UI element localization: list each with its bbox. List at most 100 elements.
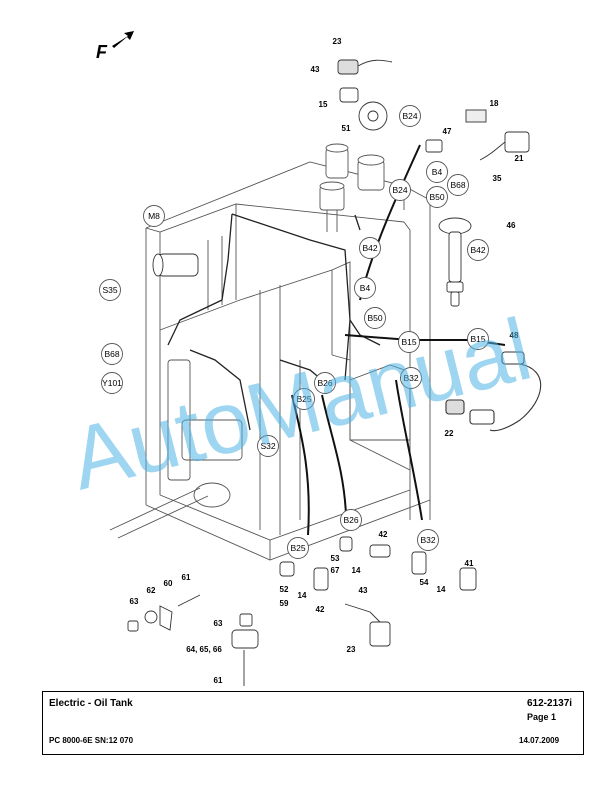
part-label-p43-low: 43 bbox=[359, 586, 368, 595]
callout-label: B24 bbox=[402, 111, 417, 121]
filler-caps bbox=[319, 143, 385, 232]
mounting-hardware bbox=[127, 594, 259, 686]
part-label-p51: 51 bbox=[342, 124, 351, 133]
callout-circle bbox=[359, 237, 381, 259]
callout-s32-left: S32 bbox=[257, 435, 279, 457]
callout-circle bbox=[99, 279, 121, 301]
callout-circle bbox=[101, 343, 123, 365]
title-block: Electric - Oil Tank 612-2137i Page 1 PC … bbox=[42, 691, 584, 755]
part-label-p18: 18 bbox=[490, 99, 499, 108]
part-label-p59: 59 bbox=[280, 599, 289, 608]
part-label-p48: 48 bbox=[510, 331, 519, 340]
callout-label: B4 bbox=[360, 283, 371, 293]
callout-b32-low: B32 bbox=[417, 529, 439, 551]
callout-label: B4 bbox=[432, 167, 443, 177]
direction-arrow-icon bbox=[112, 31, 134, 48]
callout-circle bbox=[400, 367, 422, 389]
callout-circle bbox=[293, 388, 315, 410]
callout-b25-mid: B25 bbox=[293, 388, 315, 410]
part-label-p43-top: 43 bbox=[311, 65, 320, 74]
callout-b26-mid: B26 bbox=[314, 372, 336, 394]
part-label-p42-b: 42 bbox=[316, 605, 325, 614]
callout-b15-mid: B15 bbox=[398, 331, 420, 353]
part-label-p52: 52 bbox=[280, 585, 289, 594]
callout-b68-right: B68 bbox=[447, 174, 469, 196]
callout-b42-top: B42 bbox=[359, 237, 381, 259]
direction-indicator: F bbox=[96, 31, 134, 62]
callout-label: B42 bbox=[470, 245, 485, 255]
callout-label: B68 bbox=[104, 349, 119, 359]
callout-b4-mid: B4 bbox=[354, 277, 376, 299]
callout-b4-top: B4 bbox=[426, 161, 448, 183]
part-label-p54: 54 bbox=[420, 578, 429, 587]
callout-label: B32 bbox=[403, 373, 418, 383]
callout-label: B24 bbox=[392, 185, 407, 195]
callout-circle bbox=[417, 529, 439, 551]
callout-circle bbox=[398, 331, 420, 353]
callout-b25-low: B25 bbox=[287, 537, 309, 559]
part-label-p35: 35 bbox=[493, 174, 502, 183]
callout-label: B26 bbox=[317, 378, 332, 388]
callout-label: B25 bbox=[296, 394, 311, 404]
callout-circle bbox=[354, 277, 376, 299]
part-label-p14-c: 14 bbox=[437, 585, 446, 594]
harness-wiring bbox=[167, 213, 381, 431]
model-serial: PC 8000-6E SN:12 070 bbox=[49, 736, 134, 745]
callout-circle bbox=[467, 239, 489, 261]
part-label-p21: 21 bbox=[515, 154, 524, 163]
motor-m8 bbox=[152, 253, 199, 277]
callout-label: B25 bbox=[290, 543, 305, 553]
oil-tank-wiring-diagram: F bbox=[61, 31, 542, 686]
lower-sensors bbox=[279, 536, 477, 647]
part-label-p64-65-66: 64, 65, 66 bbox=[186, 645, 222, 654]
callout-s35: S35 bbox=[99, 279, 121, 301]
part-label-p22: 22 bbox=[445, 429, 454, 438]
callout-circle bbox=[287, 537, 309, 559]
part-label-p61-low: 61 bbox=[214, 676, 223, 685]
callout-circle bbox=[314, 372, 336, 394]
callout-b26-low: B26 bbox=[340, 509, 362, 531]
part-label-p60: 60 bbox=[164, 579, 173, 588]
part-label-p62: 62 bbox=[147, 586, 156, 595]
callout-b42-right: B42 bbox=[467, 239, 489, 261]
part-label-p15: 15 bbox=[319, 100, 328, 109]
callout-b24-mid: B24 bbox=[389, 179, 411, 201]
callout-label: B50 bbox=[429, 192, 444, 202]
drawing-title: Electric - Oil Tank bbox=[49, 698, 133, 709]
callout-label: B32 bbox=[420, 535, 435, 545]
callout-circle bbox=[389, 179, 411, 201]
part-label-p14-b: 14 bbox=[298, 591, 307, 600]
callout-label: B15 bbox=[470, 334, 485, 344]
callout-b24-top: B24 bbox=[399, 105, 421, 127]
callout-label: Y101 bbox=[102, 378, 122, 388]
callout-label: B50 bbox=[367, 313, 382, 323]
callout-b50-mid: B50 bbox=[364, 307, 386, 329]
callout-y101: Y101 bbox=[101, 372, 123, 394]
callout-circle bbox=[143, 205, 165, 227]
part-label-p23-top: 23 bbox=[333, 37, 342, 46]
direction-label: F bbox=[96, 42, 108, 62]
part-label-p46: 46 bbox=[507, 221, 516, 230]
part-label-p61-top: 61 bbox=[182, 573, 191, 582]
page-number: Page 1 bbox=[527, 712, 557, 722]
callout-b50-top: B50 bbox=[426, 186, 448, 208]
callout-label: S32 bbox=[260, 441, 275, 451]
callout-circle bbox=[101, 372, 123, 394]
cable-48 bbox=[445, 351, 542, 432]
part-label-p47: 47 bbox=[443, 127, 452, 136]
callout-circle bbox=[426, 161, 448, 183]
part-label-p53: 53 bbox=[331, 554, 340, 563]
callout-label: M8 bbox=[148, 211, 160, 221]
callout-label: B15 bbox=[401, 337, 416, 347]
callout-b68-left: B68 bbox=[101, 343, 123, 365]
callout-b15-right: B15 bbox=[467, 328, 489, 350]
callout-circle bbox=[447, 174, 469, 196]
part-label-p63-b: 63 bbox=[214, 619, 223, 628]
callout-circle bbox=[399, 105, 421, 127]
callout-b32-mid: B32 bbox=[400, 367, 422, 389]
top-components bbox=[337, 59, 530, 161]
part-label-p63-a: 63 bbox=[130, 597, 139, 606]
callout-circle bbox=[426, 186, 448, 208]
